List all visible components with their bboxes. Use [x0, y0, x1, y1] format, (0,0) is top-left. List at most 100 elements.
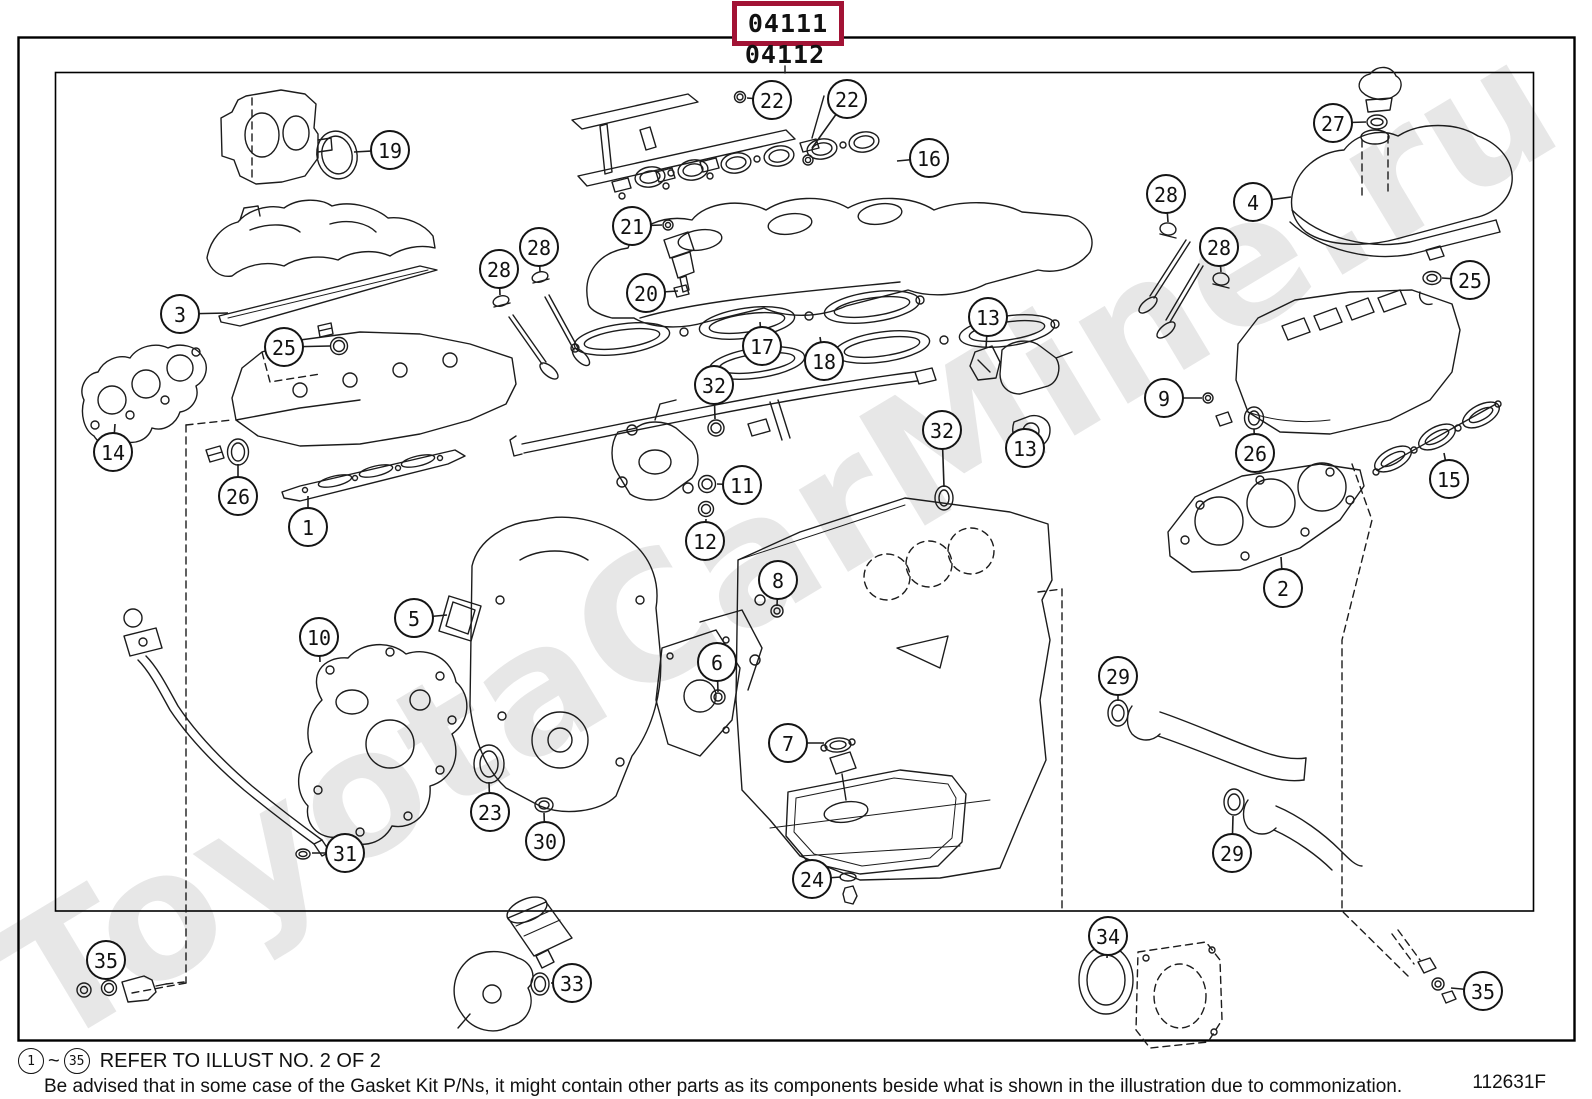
callout-1[interactable]: 1: [288, 496, 328, 547]
svg-text:5: 5: [408, 607, 420, 631]
svg-text:25: 25: [272, 336, 296, 360]
callout-13[interactable]: 13: [1005, 428, 1045, 468]
svg-text:13: 13: [976, 306, 1000, 330]
svg-text:18: 18: [812, 350, 836, 374]
callout-6[interactable]: 6: [697, 642, 737, 693]
throttle-body: [220, 89, 333, 185]
callout-9[interactable]: 9: [1144, 378, 1202, 418]
callout-28[interactable]: 28: [1199, 227, 1239, 273]
callout-32[interactable]: 32: [694, 365, 734, 420]
throttle-body-gasket: [316, 130, 358, 180]
svg-text:32: 32: [702, 374, 726, 398]
callout-30[interactable]: 30: [525, 812, 565, 861]
svg-text:28: 28: [487, 258, 511, 282]
idler-pulley-gasket: [438, 595, 482, 642]
fuel-rail: [571, 93, 796, 200]
intake-manifold-gasket: [634, 131, 880, 188]
callout-31[interactable]: 31: [312, 833, 365, 873]
svg-text:32: 32: [930, 419, 954, 443]
oil-level-sensor: [76, 975, 185, 1003]
callout-25[interactable]: 25: [1441, 260, 1490, 300]
callout-22[interactable]: 22: [811, 79, 867, 149]
callout-23[interactable]: 23: [470, 781, 510, 832]
svg-text:35: 35: [1471, 980, 1495, 1004]
oil-cooler-pipe: [1391, 929, 1457, 1004]
svg-text:30: 30: [533, 830, 557, 854]
oil-dipstick-tube: [123, 608, 331, 860]
range-end-circled-number: 35: [63, 1048, 90, 1074]
spark-tube-seal: [317, 322, 349, 356]
callout-18[interactable]: 18: [804, 336, 844, 381]
callout-22[interactable]: 22: [746, 80, 792, 120]
callout-2[interactable]: 2: [1263, 556, 1303, 608]
svg-text:1: 1: [302, 516, 314, 540]
exhaust-manifold-gasket-left: [81, 344, 207, 446]
svg-text:29: 29: [1106, 665, 1130, 689]
callout-8[interactable]: 8: [758, 560, 798, 607]
svg-text:3: 3: [174, 303, 186, 327]
inner-frame: [54, 71, 1535, 912]
svg-text:2: 2: [1277, 577, 1289, 601]
refer-text: REFER TO ILLUST NO. 2 OF 2: [99, 1049, 381, 1072]
callout-28[interactable]: 28: [1146, 174, 1186, 223]
callout-26[interactable]: 26: [1235, 428, 1275, 473]
callout-10[interactable]: 10: [299, 617, 339, 663]
callout-27[interactable]: 27: [1313, 103, 1367, 143]
callout-13[interactable]: 13: [968, 297, 1008, 349]
callout-35[interactable]: 35: [1450, 971, 1503, 1011]
callout-4[interactable]: 4: [1233, 182, 1292, 222]
callout-5[interactable]: 5: [394, 598, 448, 638]
callout-32[interactable]: 32: [922, 410, 962, 488]
cylinder-head-right: [1202, 245, 1461, 435]
part-number-secondary[interactable]: 04112: [744, 39, 826, 69]
svg-text:16: 16: [917, 147, 941, 171]
callout-20[interactable]: 20: [626, 273, 679, 313]
callout-25[interactable]: 25: [264, 327, 331, 367]
kit-boundary-dashed: [131, 419, 1409, 994]
valve-cover-right: [1289, 66, 1513, 258]
svg-text:28: 28: [1207, 236, 1231, 260]
callout-34[interactable]: 34: [1088, 916, 1128, 959]
callout-21[interactable]: 21: [612, 206, 663, 246]
callout-14[interactable]: 14: [93, 423, 133, 472]
svg-text:28: 28: [527, 236, 551, 260]
range-tilde: ~: [48, 1049, 60, 1072]
callout-24[interactable]: 24: [792, 859, 842, 899]
fuel-rail-oring: [733, 90, 825, 166]
callout-29[interactable]: 29: [1212, 815, 1252, 873]
callout-35[interactable]: 35: [86, 940, 126, 981]
callout-11[interactable]: 11: [716, 465, 762, 505]
svg-text:34: 34: [1096, 925, 1120, 949]
callout-15[interactable]: 15: [1429, 452, 1469, 499]
callout-29[interactable]: 29: [1098, 656, 1138, 701]
svg-text:22: 22: [760, 89, 784, 113]
callout-7[interactable]: 7: [768, 723, 824, 763]
oil-pump-plate: [655, 604, 784, 757]
callout-26[interactable]: 26: [218, 464, 258, 516]
heater-water-pipes: [1107, 699, 1363, 871]
callout-3[interactable]: 3: [160, 294, 229, 334]
valves-and-seals-left: [492, 271, 591, 380]
callout-28[interactable]: 28: [479, 249, 519, 296]
engine-block: [735, 497, 1053, 881]
oil-filter-assembly: [453, 896, 573, 1032]
callout-19[interactable]: 19: [353, 130, 410, 170]
svg-text:4: 4: [1247, 191, 1259, 215]
water-bypass-pipe: [509, 367, 954, 511]
fuel-injector: [662, 219, 695, 298]
camshaft-seal-left: [205, 438, 250, 466]
callout-33[interactable]: 33: [551, 963, 592, 1003]
svg-text:26: 26: [226, 485, 250, 509]
svg-text:22: 22: [835, 88, 859, 112]
callout-16[interactable]: 16: [896, 138, 949, 178]
callout-17[interactable]: 17: [742, 321, 782, 366]
callout-12[interactable]: 12: [685, 518, 725, 561]
part-number-highlighted-box[interactable]: 04111: [732, 1, 844, 46]
footer-refer-line: 1 ~ 35 REFER TO ILLUST NO. 2 OF 2: [18, 1048, 381, 1074]
callout-28[interactable]: 28: [519, 227, 559, 273]
svg-text:31: 31: [333, 842, 357, 866]
